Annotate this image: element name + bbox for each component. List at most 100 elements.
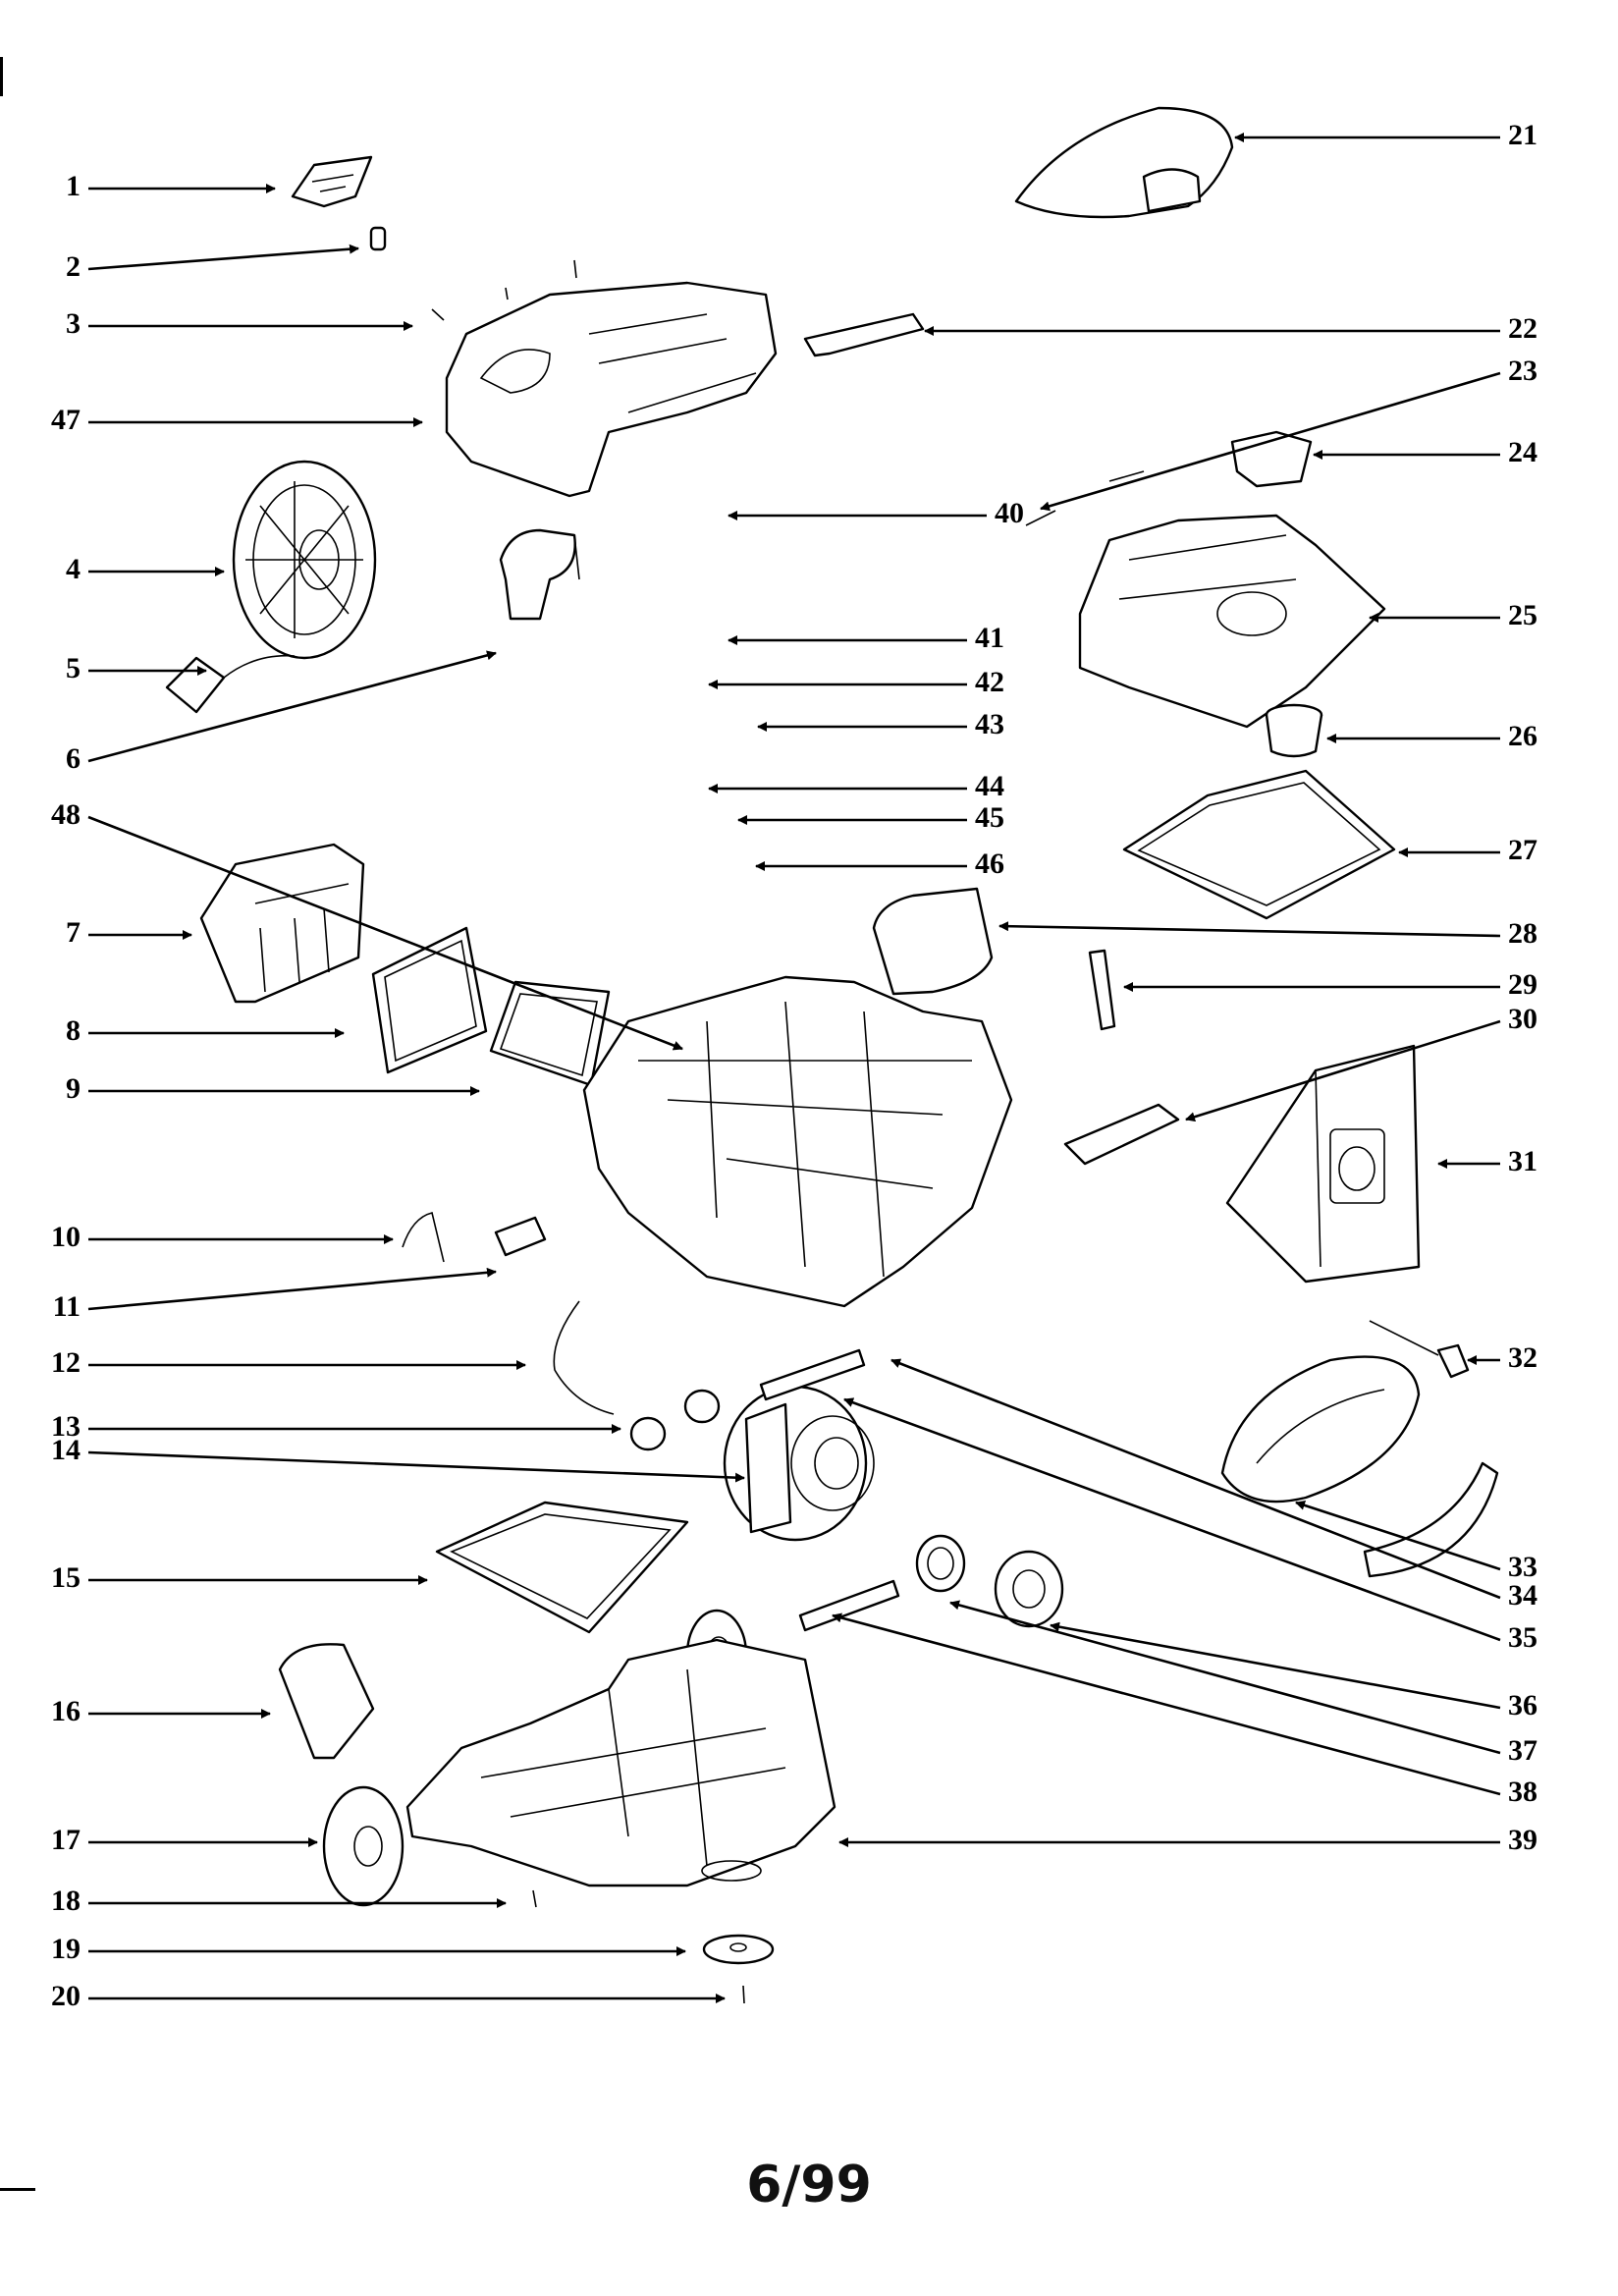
callout-6: 6 bbox=[66, 650, 497, 775]
callout-23: 23 bbox=[1040, 355, 1537, 512]
part-wire-12 bbox=[553, 1300, 615, 1415]
part-base-39 bbox=[405, 1638, 836, 1887]
callout-layer: 1234745648789101112131415161718192021222… bbox=[51, 119, 1537, 2012]
callout-21: 21 bbox=[1234, 119, 1537, 151]
callout-label-32: 32 bbox=[1508, 1341, 1537, 1374]
leader-line-36 bbox=[1050, 1621, 1501, 1710]
part-filter-frame-8 bbox=[371, 926, 488, 1074]
callout-label-24: 24 bbox=[1508, 436, 1537, 468]
leader-line-28 bbox=[998, 921, 1501, 938]
part-motor-14 bbox=[723, 1385, 875, 1542]
callout-9: 9 bbox=[66, 1072, 480, 1105]
part-collar-26 bbox=[1265, 703, 1323, 758]
leader-line-2 bbox=[87, 244, 359, 271]
callout-label-14: 14 bbox=[51, 1434, 81, 1466]
callout-label-12: 12 bbox=[51, 1346, 81, 1379]
callout-label-43: 43 bbox=[975, 708, 1004, 740]
callout-label-38: 38 bbox=[1508, 1776, 1537, 1808]
callout-label-22: 22 bbox=[1508, 312, 1537, 345]
part-body-48 bbox=[582, 975, 1013, 1308]
leader-line-48 bbox=[87, 815, 683, 1051]
callout-19: 19 bbox=[51, 1933, 686, 1965]
part-plug-5 bbox=[165, 654, 296, 714]
part-screw-20 bbox=[742, 1985, 745, 2004]
callout-label-42: 42 bbox=[975, 666, 1004, 698]
callout-3: 3 bbox=[66, 307, 413, 340]
callout-47: 47 bbox=[51, 404, 423, 436]
callout-17: 17 bbox=[51, 1824, 318, 1856]
callout-42: 42 bbox=[708, 666, 1004, 698]
part-bag-holder-30 bbox=[1063, 1103, 1180, 1166]
callout-30: 30 bbox=[1185, 1003, 1537, 1122]
part-latch-6 bbox=[499, 528, 580, 621]
callout-20: 20 bbox=[51, 1980, 726, 2012]
part-pins-23 bbox=[1025, 470, 1145, 526]
callout-22: 22 bbox=[924, 312, 1537, 345]
callout-label-35: 35 bbox=[1508, 1621, 1537, 1654]
callout-32: 32 bbox=[1467, 1341, 1537, 1374]
part-gasket-27 bbox=[1122, 769, 1396, 920]
callout-39: 39 bbox=[838, 1824, 1537, 1856]
callout-label-17: 17 bbox=[51, 1824, 81, 1856]
callout-26: 26 bbox=[1326, 720, 1537, 752]
part-dust-bag-31 bbox=[1225, 1044, 1421, 1284]
callout-18: 18 bbox=[51, 1885, 507, 1917]
callout-27: 27 bbox=[1398, 834, 1537, 866]
callout-label-46: 46 bbox=[975, 847, 1004, 880]
callout-label-16: 16 bbox=[51, 1695, 81, 1727]
callout-2: 2 bbox=[66, 244, 359, 283]
callout-35: 35 bbox=[843, 1397, 1537, 1654]
callout-label-33: 33 bbox=[1508, 1551, 1537, 1583]
part-hose-inlet-33 bbox=[1220, 1355, 1499, 1578]
callout-43: 43 bbox=[757, 708, 1004, 740]
leader-line-6 bbox=[87, 650, 497, 763]
callout-label-40: 40 bbox=[995, 497, 1024, 529]
callout-41: 41 bbox=[728, 622, 1004, 654]
left-edge-mark-top bbox=[0, 57, 3, 96]
part-bushing-11 bbox=[494, 1216, 547, 1257]
callout-label-27: 27 bbox=[1508, 834, 1537, 866]
callout-label-25: 25 bbox=[1508, 599, 1537, 631]
callout-46: 46 bbox=[755, 847, 1004, 880]
leader-line-34 bbox=[890, 1358, 1501, 1600]
callout-label-5: 5 bbox=[66, 652, 81, 684]
callout-label-30: 30 bbox=[1508, 1003, 1537, 1035]
part-cord-reel-4 bbox=[232, 460, 377, 660]
callout-label-18: 18 bbox=[51, 1885, 81, 1917]
callout-36: 36 bbox=[1050, 1621, 1537, 1722]
leader-line-35 bbox=[843, 1397, 1501, 1642]
part-spring-10 bbox=[402, 1212, 445, 1263]
callout-10: 10 bbox=[51, 1221, 394, 1253]
part-filter-housing-7 bbox=[199, 843, 365, 1004]
callout-38: 38 bbox=[832, 1613, 1537, 1808]
callout-11: 11 bbox=[53, 1267, 497, 1323]
left-edge-mark-bottom bbox=[0, 2188, 35, 2191]
callout-28: 28 bbox=[998, 917, 1537, 950]
part-motor-brackets-34-35-38 bbox=[759, 1348, 900, 1632]
callout-label-6: 6 bbox=[66, 742, 81, 775]
callout-label-44: 44 bbox=[975, 770, 1004, 802]
part-switch-1 bbox=[291, 155, 373, 208]
callout-label-47: 47 bbox=[51, 404, 81, 436]
callout-8: 8 bbox=[66, 1014, 345, 1047]
leader-line-23 bbox=[1040, 371, 1501, 512]
callout-label-13: 13 bbox=[51, 1410, 81, 1443]
callout-37: 37 bbox=[949, 1600, 1537, 1767]
callout-label-45: 45 bbox=[975, 801, 1004, 834]
callout-5: 5 bbox=[66, 652, 207, 684]
part-panel-16 bbox=[278, 1643, 375, 1760]
callout-label-36: 36 bbox=[1508, 1689, 1537, 1722]
callout-label-11: 11 bbox=[53, 1290, 81, 1323]
part-strip-22 bbox=[803, 312, 925, 357]
callout-label-28: 28 bbox=[1508, 917, 1537, 950]
leader-line-37 bbox=[949, 1600, 1501, 1755]
part-wheel-17 bbox=[322, 1785, 404, 1907]
callout-label-7: 7 bbox=[66, 916, 81, 949]
leader-line-38 bbox=[832, 1613, 1501, 1796]
callout-14: 14 bbox=[51, 1434, 745, 1483]
callout-label-9: 9 bbox=[66, 1072, 81, 1105]
callout-15: 15 bbox=[51, 1561, 428, 1594]
callout-1: 1 bbox=[66, 170, 276, 202]
callout-31: 31 bbox=[1437, 1145, 1537, 1177]
